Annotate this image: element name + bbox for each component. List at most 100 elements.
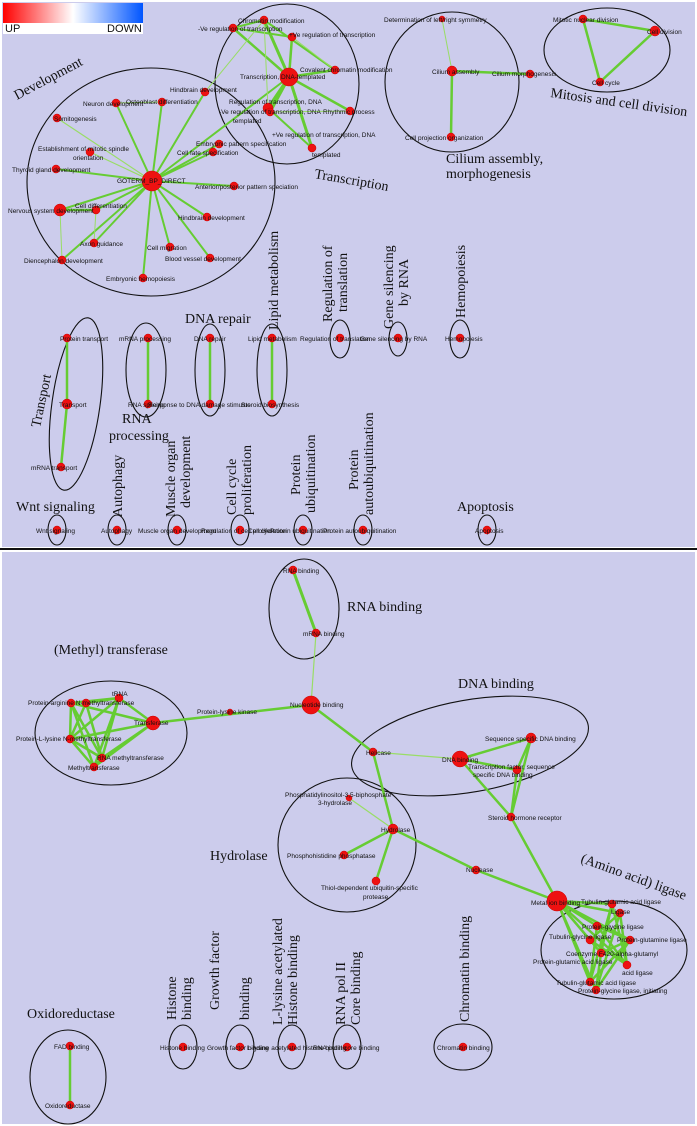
- ring-muscle: [167, 514, 187, 546]
- label-cell-diff: Cell differentiation: [75, 203, 127, 210]
- label-mrna-transport: mRNA transport: [31, 465, 77, 472]
- node-transport: [61, 398, 73, 410]
- node-dna-repair: [205, 333, 215, 343]
- node-protein-glutamine-ligase: [625, 935, 635, 945]
- node-mitotic-spindle: [85, 147, 95, 157]
- label-protein-lysine-mt: Protein-L-lysine N-methyltransferase: [16, 736, 122, 743]
- node-fad-binding: [65, 1041, 75, 1051]
- label-autophagy: Autophagy: [101, 528, 133, 535]
- label-covalent-chromatin: Covalent chromatin modification: [300, 67, 393, 74]
- bottom-group-rings: [29, 558, 688, 1125]
- label-dna-repair: DNA repair: [194, 336, 227, 343]
- node-coenzyme-f420: [596, 948, 606, 958]
- ring-autophagy: [107, 514, 127, 546]
- node-growth-factor: [235, 1042, 245, 1052]
- label-muscle: Muscle organ development: [138, 528, 216, 535]
- label-pos-reg-transcription: +Ve regulation of transcription: [289, 32, 376, 39]
- group-dna-repair: DNA repair: [185, 312, 251, 327]
- group-lysine-acetyl-2: Histone binding: [286, 935, 301, 1025]
- group-lipid: Lipid metabolism: [267, 231, 282, 330]
- label-cell-projection: Cell projection organization: [405, 135, 484, 142]
- label-tf-seq-1: Transcription factor, sequence: [468, 764, 555, 771]
- group-histone-binding-2: binding: [180, 977, 195, 1020]
- node-protein-glycine-init: [591, 985, 601, 995]
- label-rna-splicing: RNA splicing: [128, 402, 165, 409]
- legend-up-label: UP: [5, 23, 20, 35]
- label-cell-division: Cell division: [647, 29, 682, 36]
- legend-label-band: [3, 23, 143, 34]
- label-blood-vessel-dev: Blood vessel development: [165, 256, 241, 263]
- bottom-nodes: [65, 565, 635, 1110]
- label-hindbrain-dev2: Hindbrain development: [178, 215, 245, 222]
- label-cell-cycle-top: Cell cycle: [592, 80, 620, 87]
- node-ligase: [615, 908, 625, 918]
- label-regulation-translation: Regulation of translation: [300, 336, 370, 343]
- label-pos-reg-transcription-dna: +Ve regulation of transcription, DNA: [272, 132, 376, 139]
- label-thyroid-dev: Thyroid gland development: [12, 167, 91, 174]
- node-embryonic-pattern: [214, 139, 224, 149]
- node-protein-glycine-ligase: [585, 935, 595, 945]
- node-protein-lysine-mt: [65, 734, 75, 744]
- group-muscle-2: development: [179, 436, 194, 508]
- label-steroid-receptor: Steroid hormone receptor: [488, 815, 563, 822]
- label-glutamic-acid-ligase: acid ligase: [622, 970, 653, 977]
- node-diencephalon-dev: [57, 255, 67, 265]
- node-muscle: [172, 525, 182, 535]
- node-cell-division: [649, 25, 661, 37]
- label-steroid-biosynthesis: Steroid biosynthesis: [241, 402, 300, 409]
- label-diencephalon-dev: Diencephalon development: [24, 258, 103, 265]
- node-thiol: [371, 876, 381, 886]
- label-oxidoreductase: Oxidoreductase: [45, 1103, 91, 1110]
- label-cilium-assembly: Cilium assembly: [432, 69, 480, 76]
- label-nucleotide-binding: Nucleotide binding: [290, 702, 344, 709]
- label-rna-pol: RNA pol II core binding: [313, 1045, 380, 1052]
- label-templated-2: templated: [312, 152, 341, 159]
- label-thiol-2: protease: [363, 894, 389, 901]
- node-mrna-binding: [311, 628, 321, 638]
- node-neg-reg-transcription: [228, 23, 238, 33]
- node-rna-binding: [288, 565, 298, 575]
- node-nuclease: [471, 865, 481, 875]
- group-cilium-2: morphogenesis: [446, 167, 531, 182]
- node-protein-ubiq: [298, 525, 308, 535]
- node-protein-glutamic: [622, 960, 632, 970]
- node-rna-mt: [97, 753, 107, 763]
- node-nucleotide-binding: [301, 695, 321, 715]
- node-histone-binding: [178, 1042, 188, 1052]
- node-cilium-assembly: [446, 65, 458, 77]
- label-phosphatidyl-2: 3-hydrolase: [318, 800, 352, 807]
- ring-hemopoiesis: [449, 319, 471, 359]
- node-autophagy: [112, 525, 122, 535]
- label-wnt: Wnt signaling: [36, 528, 75, 535]
- node-metal-ion: [546, 890, 568, 912]
- group-dna-binding: DNA binding: [458, 677, 534, 692]
- ring-wnt: [47, 514, 67, 546]
- node-chromatin-binding: [458, 1042, 468, 1052]
- top-nodes: [51, 14, 661, 535]
- node-steroid-biosynthesis: [267, 399, 277, 409]
- group-translation-2: translation: [336, 253, 351, 312]
- ring-oxidoreductase: [29, 1029, 107, 1125]
- label-rna-binding: RNA binding: [283, 568, 320, 575]
- node-dna-binding: [451, 750, 469, 768]
- label-protein-glycine-init: Protein-glycine ligase, initiating: [578, 988, 668, 995]
- label-axon-guidance: Axon guidance: [80, 241, 123, 248]
- label-coenzyme-f420: Coenzyme F420-alpha-glutamyl: [566, 951, 659, 958]
- label-lipid-metabolism: Lipid metabolism: [248, 336, 297, 343]
- group-rna-pol-2: Core binding: [349, 952, 364, 1026]
- label-neg-reg-transcription-dna: -Ve regulation of transcription, DNA: [219, 109, 322, 116]
- node-phosphohistidine: [339, 850, 349, 860]
- label-phosphatidyl-1: Phosphatidylinositol-3,5-biphosphate: [285, 792, 392, 799]
- node-methyltransferase: [89, 762, 99, 772]
- node-cell-prolif: [235, 525, 245, 535]
- label-somitogenesis: Somitogenesis: [54, 116, 97, 123]
- node-protein-arginine-mt: [66, 698, 76, 708]
- node-chromatin-modification: [259, 15, 269, 25]
- label-metal-ion: Metal ion binding: [531, 900, 581, 907]
- ring-apoptosis: [477, 514, 497, 546]
- label-nervous-system-dev: Nervous system development: [8, 208, 94, 215]
- ring-dna-binding: [351, 695, 589, 797]
- label-response-dna-damage: Response to DNA damage stimulus: [148, 402, 251, 409]
- group-protein-auto-2: autoubiquitination: [362, 412, 377, 515]
